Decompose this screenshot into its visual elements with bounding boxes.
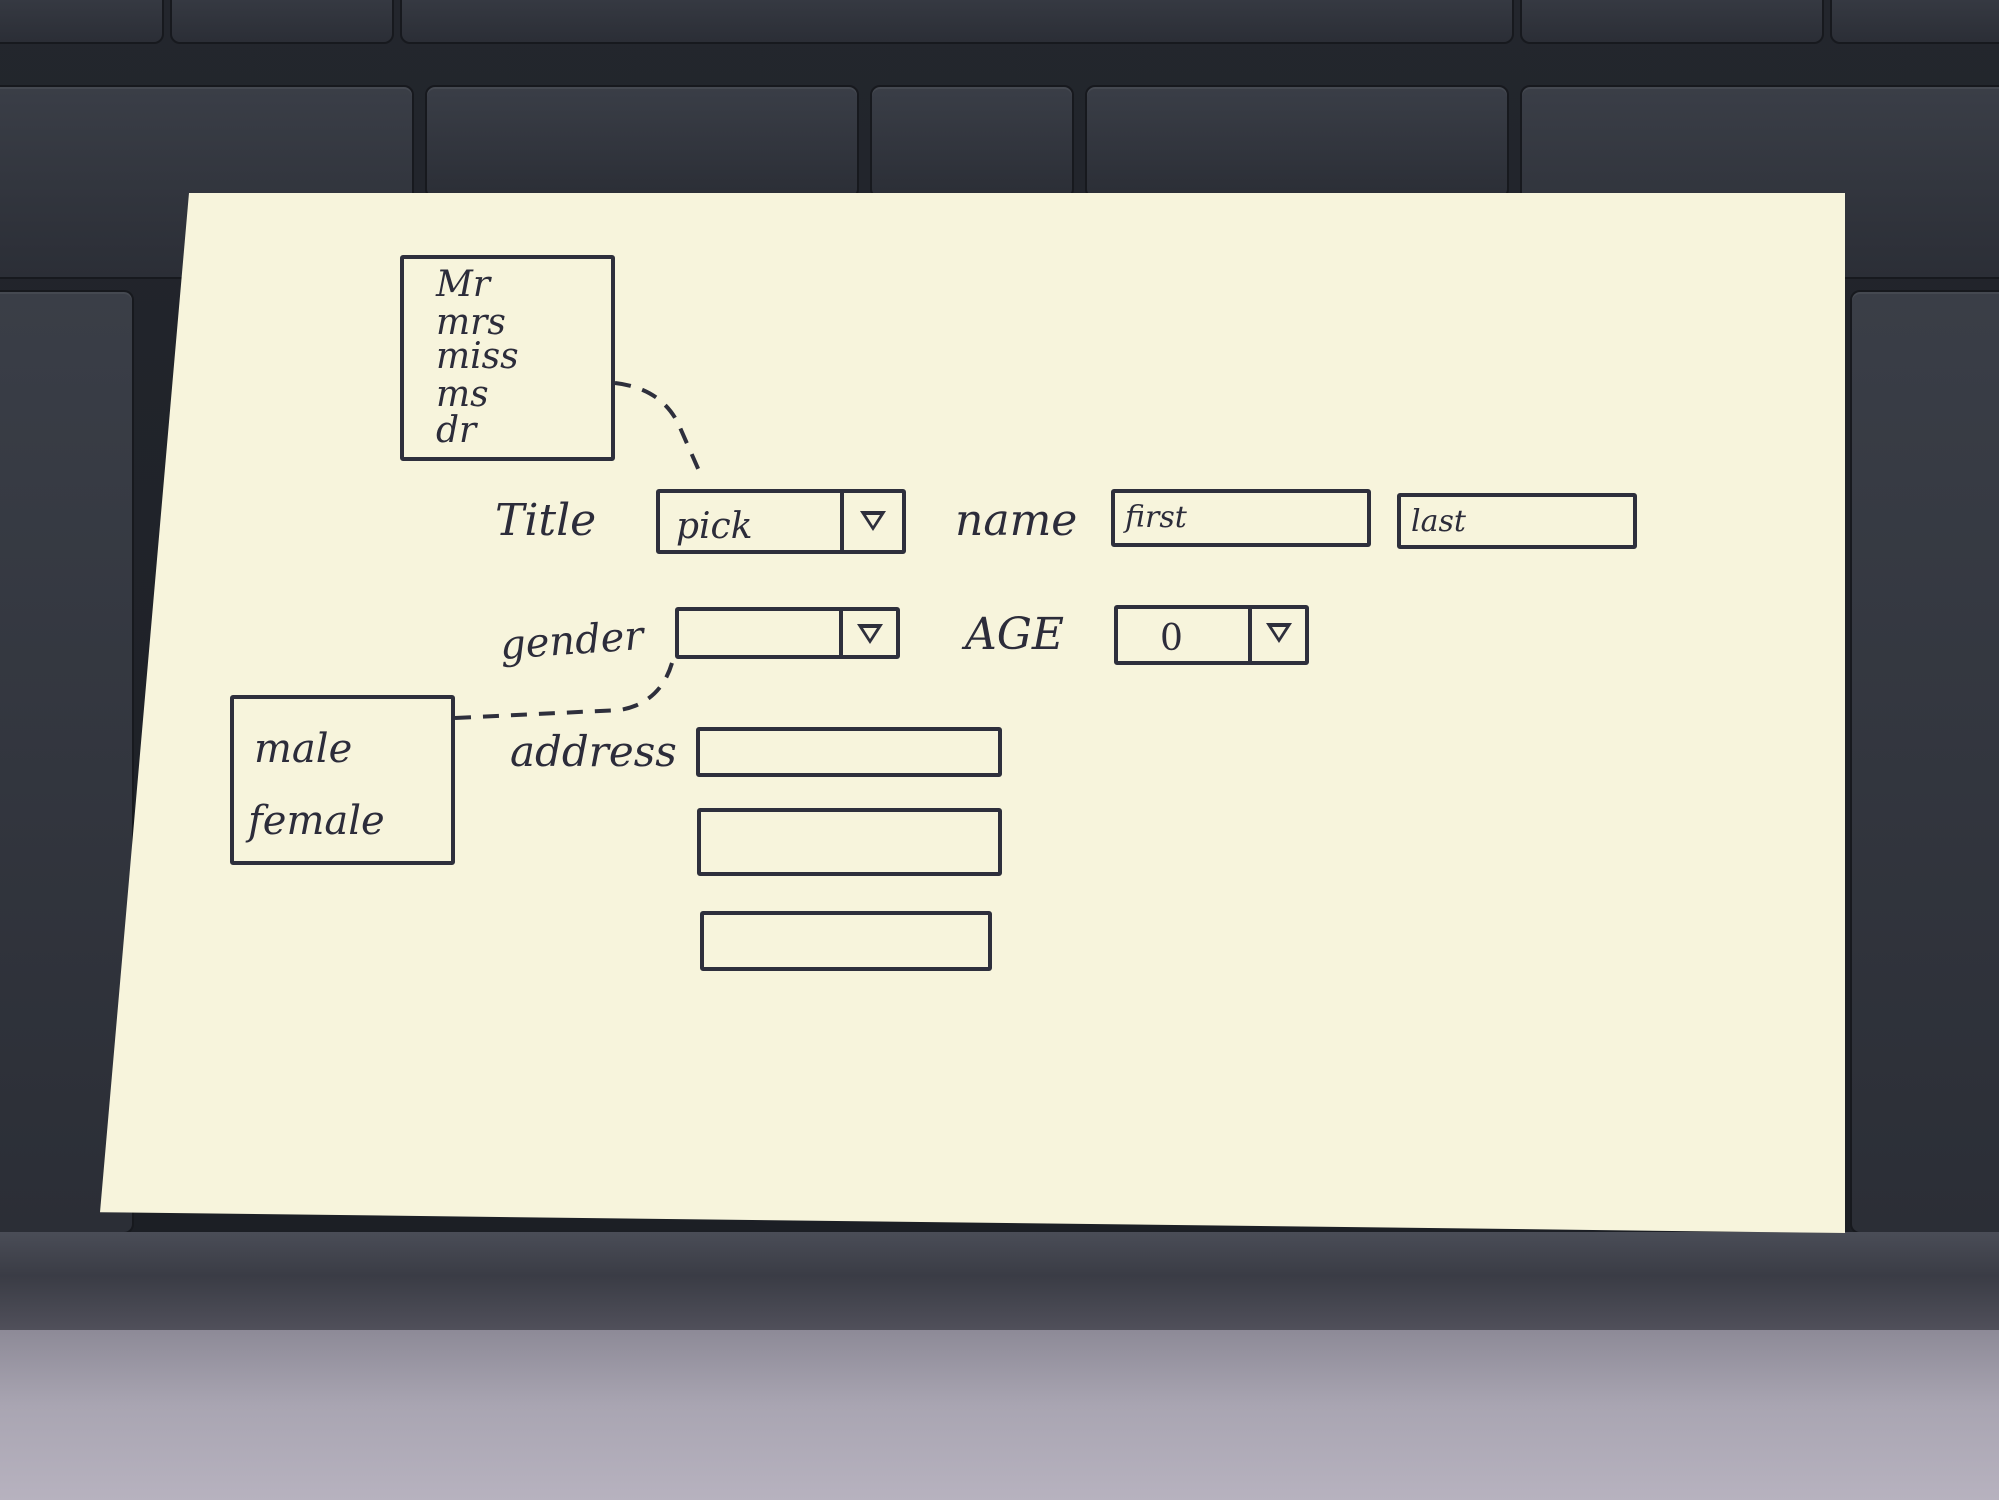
last-name-placeholder: last	[1411, 504, 1466, 539]
title-option[interactable]: Mr	[436, 264, 491, 305]
title-label: Title	[495, 495, 597, 546]
first-name-placeholder: first	[1125, 500, 1187, 535]
address-label: address	[510, 727, 677, 776]
gender-connector	[454, 662, 674, 720]
age-dropdown-button[interactable]	[1248, 609, 1305, 661]
age-select-value: 0	[1160, 618, 1183, 659]
title-option[interactable]: ms	[436, 374, 489, 415]
dropdown-arrow-icon	[860, 511, 886, 531]
keyboard-key	[870, 85, 1074, 199]
title-option[interactable]: miss	[436, 336, 519, 377]
gender-option[interactable]: male	[254, 726, 353, 772]
title-options-list: Mr mrs miss ms dr	[400, 255, 615, 461]
keyboard-key	[0, 0, 164, 44]
title-option[interactable]: mrs	[436, 302, 506, 343]
gender-dropdown-button[interactable]	[839, 611, 896, 655]
keyboard-key	[1085, 85, 1509, 199]
address-line-1-input[interactable]	[696, 727, 1002, 777]
keyboard-key	[0, 290, 134, 1234]
title-dropdown-button[interactable]	[840, 493, 902, 550]
title-connector	[614, 381, 702, 474]
keyboard-key	[170, 0, 394, 44]
keyboard-key	[1830, 0, 1999, 44]
dropdown-arrow-icon	[1266, 623, 1292, 643]
connector-lines	[454, 381, 702, 720]
name-label: name	[955, 495, 1078, 546]
keyboard-key	[1850, 290, 1999, 1234]
desk-surface	[0, 1330, 1999, 1500]
title-select[interactable]: pick	[656, 489, 906, 554]
address-line-3-input[interactable]	[700, 911, 992, 971]
age-select[interactable]: 0	[1114, 605, 1309, 665]
gender-select[interactable]	[675, 607, 900, 659]
first-name-input[interactable]: first	[1111, 489, 1371, 547]
title-select-value: pick	[676, 506, 753, 547]
address-line-2-input[interactable]	[697, 808, 1002, 876]
last-name-input[interactable]: last	[1397, 493, 1637, 549]
age-label: AGE	[965, 609, 1065, 660]
index-card-sketch: Mr mrs miss ms dr Title pick name first …	[100, 193, 1845, 1233]
keyboard-key	[1520, 0, 1824, 44]
title-option[interactable]: dr	[436, 410, 477, 451]
gender-option[interactable]: female	[248, 798, 385, 844]
keyboard-key	[425, 85, 859, 199]
dropdown-arrow-icon	[857, 624, 883, 644]
laptop-edge	[0, 1232, 1999, 1342]
gender-options-list: male female	[230, 695, 455, 865]
gender-label: gender	[498, 613, 645, 669]
keyboard-key	[400, 0, 1514, 44]
